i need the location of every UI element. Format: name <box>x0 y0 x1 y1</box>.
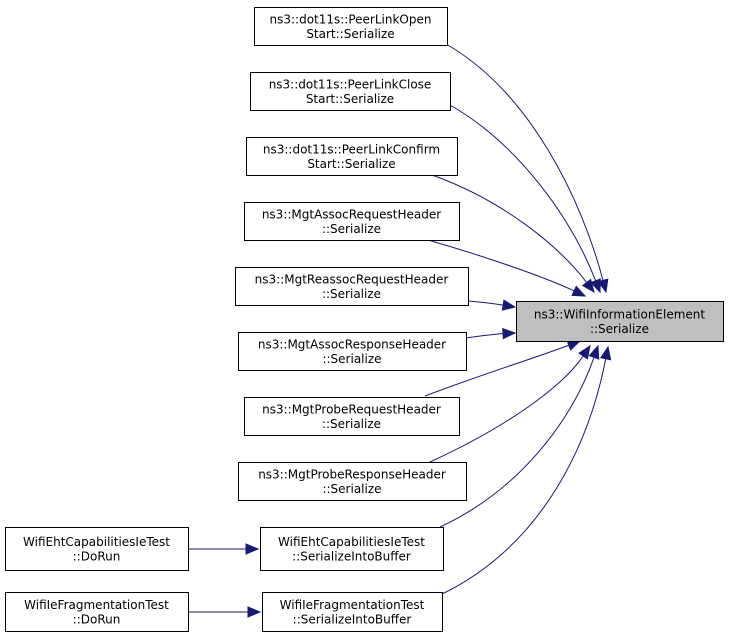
node-label-line: Start::Serialize <box>307 157 395 171</box>
node-frag-dorun[interactable]: WifiIeFragmentationTest::DoRun <box>5 592 189 632</box>
node-layer: ns3::WifiInformationElement::Serializens… <box>5 7 724 632</box>
arrowhead-icon <box>578 344 591 360</box>
edge-line <box>424 344 569 397</box>
node-box <box>235 267 469 306</box>
node-label-line: WifiEhtCapabilitiesIeTest <box>278 535 425 549</box>
node-box <box>260 527 444 571</box>
node-label-line: ns3::dot11s::PeerLinkOpen <box>270 12 432 26</box>
node-proberesponse[interactable]: ns3::MgtProbeResponseHeader::Serialize <box>238 462 467 501</box>
edge-line <box>429 355 584 463</box>
node-label-line: ::SerializeIntoBuffer <box>292 549 411 563</box>
edge-assocresponse-to-target <box>464 327 517 340</box>
node-eht-serialize[interactable]: WifiEhtCapabilitiesIeTest::SerializeInto… <box>260 527 444 571</box>
edge-line <box>467 300 504 306</box>
node-box <box>250 72 451 111</box>
edge-line <box>427 239 575 292</box>
edge-peerlinkopen-to-target <box>445 43 609 294</box>
node-reassocrequest[interactable]: ns3::MgtReassocRequestHeader::Serialize <box>235 267 469 306</box>
node-label-line: WifiIeFragmentationTest <box>280 598 425 612</box>
node-label-line: ::Serialize <box>322 287 381 301</box>
node-assocresponse[interactable]: ns3::MgtAssocResponseHeader::Serialize <box>238 332 467 371</box>
node-peerlinkconfirm[interactable]: ns3::dot11s::PeerLinkConfirmStart::Seria… <box>246 137 458 176</box>
edge-peerlinkconfirm-to-target <box>431 174 595 294</box>
edge-proberesponse-to-target <box>429 344 591 463</box>
node-frag-serialize[interactable]: WifiIeFragmentationTest::SerializeIntoBu… <box>262 592 443 632</box>
edge-layer <box>188 43 612 618</box>
node-label-line: ::Serialize <box>322 352 381 366</box>
edge-line <box>431 174 588 283</box>
edge-line <box>445 43 604 281</box>
node-label-line: ns3::MgtProbeResponseHeader <box>258 467 446 481</box>
node-box <box>244 397 460 436</box>
edge-peerlinkclose-to-target <box>449 104 601 294</box>
node-label-line: ::Serialize <box>322 417 381 431</box>
node-label-line: ::Serialize <box>590 322 649 336</box>
edge-frag-dorun-to-frag-serialize <box>188 606 262 618</box>
edge-reassocrequest-to-target <box>467 299 517 311</box>
node-box <box>5 527 189 571</box>
node-label-line: Start::Serialize <box>306 27 394 41</box>
node-label-line: ns3::WifiInformationElement <box>534 307 706 321</box>
edge-line <box>449 104 597 281</box>
arrowhead-icon <box>590 278 601 294</box>
edge-assocrequest-to-target <box>427 239 587 297</box>
node-box <box>238 332 467 371</box>
edge-frag-serialize-to-target <box>439 345 612 596</box>
node-peerlinkclose[interactable]: ns3::dot11s::PeerLinkCloseStart::Seriali… <box>250 72 451 111</box>
node-target[interactable]: ns3::WifiInformationElement::Serialize <box>516 301 724 342</box>
node-label-line: ::Serialize <box>322 222 381 236</box>
node-label-line: ns3::MgtProbeRequestHeader <box>262 402 441 416</box>
node-label-line: ns3::MgtAssocResponseHeader <box>258 337 446 351</box>
node-label-line: ::SerializeIntoBuffer <box>293 612 412 626</box>
node-label-line: ns3::MgtReassocRequestHeader <box>255 272 449 286</box>
node-box <box>5 592 189 632</box>
node-box <box>244 202 460 241</box>
node-proberequest[interactable]: ns3::MgtProbeRequestHeader::Serialize <box>244 397 460 436</box>
node-label-line: ::Serialize <box>322 482 381 496</box>
node-box <box>238 462 467 501</box>
edge-eht-dorun-to-eht-serialize <box>188 543 260 555</box>
node-label-line: ns3::dot11s::PeerLinkClose <box>269 77 432 91</box>
node-box <box>246 137 458 176</box>
node-label-line: Start::Serialize <box>306 92 394 106</box>
node-label-line: ::DoRun <box>73 549 121 563</box>
arrowhead-icon <box>588 344 600 360</box>
node-label-line: ns3::dot11s::PeerLinkConfirm <box>263 142 440 156</box>
arrowhead-icon <box>581 278 595 294</box>
node-peerlinkopen[interactable]: ns3::dot11s::PeerLinkOpenStart::Serializ… <box>254 7 448 46</box>
node-assocrequest[interactable]: ns3::MgtAssocRequestHeader::Serialize <box>244 202 460 241</box>
arrowhead-icon <box>599 345 612 361</box>
node-box <box>262 592 443 632</box>
node-eht-dorun[interactable]: WifiEhtCapabilitiesIeTest::DoRun <box>5 527 189 571</box>
edge-line <box>439 357 595 528</box>
node-label-line: ::DoRun <box>73 612 121 626</box>
arrowhead-icon <box>245 543 260 555</box>
edge-line <box>464 333 504 339</box>
edge-line <box>439 358 607 596</box>
node-label-line: WifiIeFragmentationTest <box>24 598 169 612</box>
arrowhead-icon <box>247 606 262 618</box>
focus-node-box <box>516 301 724 342</box>
arrowhead-icon <box>571 285 587 297</box>
arrowhead-icon <box>501 299 517 311</box>
edge-eht-serialize-to-target <box>439 344 600 528</box>
node-label-line: WifiEhtCapabilitiesIeTest <box>23 535 170 549</box>
arrowhead-icon <box>502 327 517 340</box>
node-label-line: ns3::MgtAssocRequestHeader <box>262 207 441 221</box>
node-box <box>254 7 448 46</box>
